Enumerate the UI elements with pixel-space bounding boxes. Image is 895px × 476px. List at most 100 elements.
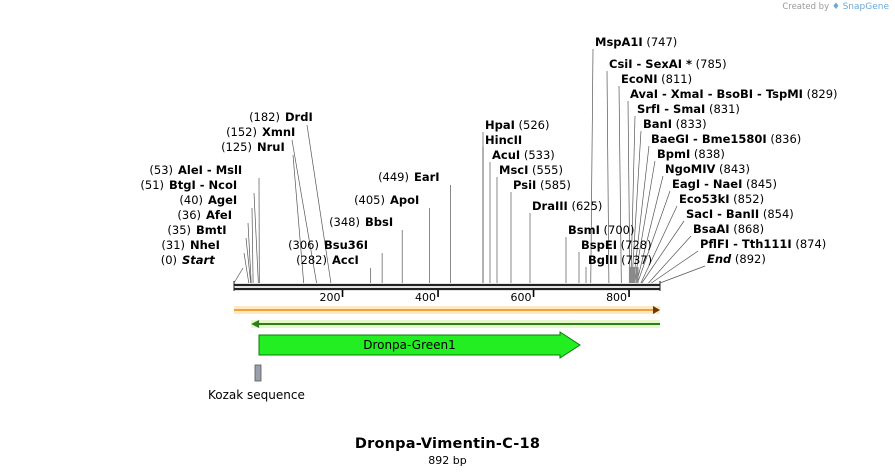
enzyme-name: BsaAI [693,222,730,236]
enzyme-connector [641,220,685,284]
enzyme-name: DraIII [532,199,568,213]
enzyme-position: (874) [792,237,827,251]
enzyme-label-ngomiv: NgoMIV (843) [665,162,750,176]
enzyme-name: SacI [686,207,713,221]
enzyme-position: (700) [600,223,635,237]
enzyme-position: (555) [528,163,563,177]
enzyme-name: - SexAI * [633,57,692,71]
enzyme-name: BsmI [568,223,600,237]
enzyme-label-bspei: BspEI (728) [581,238,652,252]
enzyme-label-end: End (892) [707,252,766,266]
enzyme-position: (831) [705,102,740,116]
enzyme-position: (843) [715,162,750,176]
enzyme-name: - MslI [203,163,242,177]
enzyme-name: BspEI [581,238,617,252]
enzyme-label-csii: CsiI - SexAI * (785) [609,57,727,71]
enzyme-position: (348) [329,215,360,229]
enzyme-position: (585) [536,178,571,192]
dronpa-feature-label: Dronpa-Green1 [363,338,456,352]
enzyme-position: (152) [226,125,257,139]
ruler-tick-label: 600 [511,291,532,304]
credit-brand: SnapGene [842,2,889,12]
enzyme-name: BtgI [169,178,196,192]
enzyme-connector [633,160,656,284]
enzyme-position: (747) [643,35,678,49]
enzyme-position: (533) [520,148,555,162]
enzyme-position: (892) [731,252,766,266]
enzyme-label-mspa1i: MspA1I (747) [595,35,677,49]
enzyme-name: - NcoI [196,178,237,192]
complement-arrowhead [251,320,260,328]
enzyme-position: (40) [179,193,203,207]
enzyme-connector [640,205,678,284]
enzyme-connector [590,48,594,284]
enzyme-connector [253,192,259,284]
enzyme-position: (282) [296,253,327,267]
map-subtitle: 892 bp [428,454,467,467]
enzyme-name: BaeGI [651,132,689,146]
enzyme-connector [606,70,610,284]
enzyme-label-eagi: EagI - NaeI (845) [672,177,777,191]
enzyme-label-eco53ki: Eco53kI (852) [679,192,764,206]
enzyme-position: (854) [759,207,794,221]
enzyme-name: AfeI [206,208,232,222]
enzyme-label-apoi: ApoI [390,193,419,207]
enzyme-label-psii: PsiI (585) [513,178,571,192]
ruler-tick-label: 800 [606,291,627,304]
enzyme-label-acci: AccI [332,253,359,267]
enzyme-position: (405) [354,193,385,207]
ruler-tick-label: 200 [320,291,341,304]
enzyme-position: (125) [221,140,252,154]
enzyme-connector [243,252,250,284]
enzyme-connector [648,235,692,284]
enzyme-label-nrui: NruI [257,140,285,154]
enzyme-position: (182) [249,110,280,124]
enzyme-position: (35) [167,223,191,237]
enzyme-label-hpai: HpaI (526) [485,118,550,132]
enzyme-label-msci: MscI (555) [499,163,563,177]
enzyme-name: - TspMI [753,87,803,101]
enzyme-connector [630,115,636,284]
enzyme-label-acui: AcuI (533) [492,148,555,162]
enzyme-label-agei: AgeI [208,193,237,207]
enzyme-position: (526) [515,118,550,132]
enzyme-connector [632,145,650,284]
enzyme-name: Bsu36I [324,238,368,252]
enzyme-name: BanI [643,117,672,131]
enzyme-label-avai: AvaI - XmaI - BsoBI - TspMI (829) [630,87,838,101]
enzyme-label-srfi: SrfI - SmaI (831) [637,102,740,116]
enzyme-position: (449) [378,170,409,184]
primer-arrowhead [653,306,660,314]
enzyme-connector [627,100,631,284]
enzyme-name: - XmaI [658,87,704,101]
enzyme-position: (868) [730,222,765,236]
enzyme-position: (737) [618,253,653,267]
enzyme-name: XmnI [262,125,295,139]
kozak-feature-box [254,364,262,382]
enzyme-label-baegi: BaeGI - Bme1580I (836) [651,132,801,146]
credit-prefix: Created by [782,2,830,12]
enzyme-position: (625) [568,199,603,213]
created-by-credit: Created by ♦ SnapGene [782,2,889,12]
enzyme-name: - Bme1580I [689,132,767,146]
enzyme-connector [631,130,642,284]
enzyme-position: (0) [161,253,177,267]
enzyme-name: Eco53kI [679,192,730,206]
enzyme-name: SrfI [637,102,660,116]
enzyme-connector [637,190,671,284]
enzyme-position: (845) [742,177,777,191]
enzyme-name: - NaeI [700,177,742,191]
enzyme-connector [247,222,252,284]
enzyme-name: ApoI [390,193,419,207]
enzyme-label-pflfi: PflFI - Tth111I (874) [700,237,826,251]
enzyme-connector [291,139,317,284]
enzyme-name: BpmI [657,147,690,161]
ruler-tick-label: 400 [415,291,436,304]
enzyme-label-drdi: DrdI [285,110,313,124]
enzyme-position: (852) [730,192,765,206]
enzyme-label-saci: SacI - BanII (854) [686,207,794,221]
enzyme-position: (51) [140,178,164,192]
enzyme-label-alei: AleI - MslI [178,163,242,177]
enzyme-label-bani: BanI (833) [643,117,707,131]
enzyme-name: NgoMIV [665,162,715,176]
